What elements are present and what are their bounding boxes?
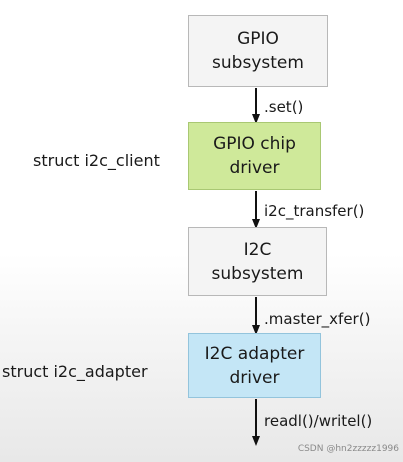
struct-i2c-adapter-label: struct i2c_adapter xyxy=(2,362,148,381)
edge-label-i2c-transfer: i2c_transfer() xyxy=(264,202,365,220)
i2c-subsystem-box: I2C subsystem xyxy=(188,227,327,296)
edge-label-readl-writel: readl()/writel() xyxy=(264,412,373,430)
i2c-adapter-driver-box: I2C adapter driver xyxy=(188,333,321,398)
edge-label-master-xfer: .master_xfer() xyxy=(264,310,371,328)
gpio-subsystem-box: GPIO subsystem xyxy=(188,15,328,87)
edge-label-set: .set() xyxy=(264,98,304,116)
struct-i2c-client-label: struct i2c_client xyxy=(33,151,160,170)
gpio-chip-driver-box: GPIO chip driver xyxy=(188,122,321,190)
watermark: CSDN @hn2zzzzz1996 xyxy=(297,444,399,454)
